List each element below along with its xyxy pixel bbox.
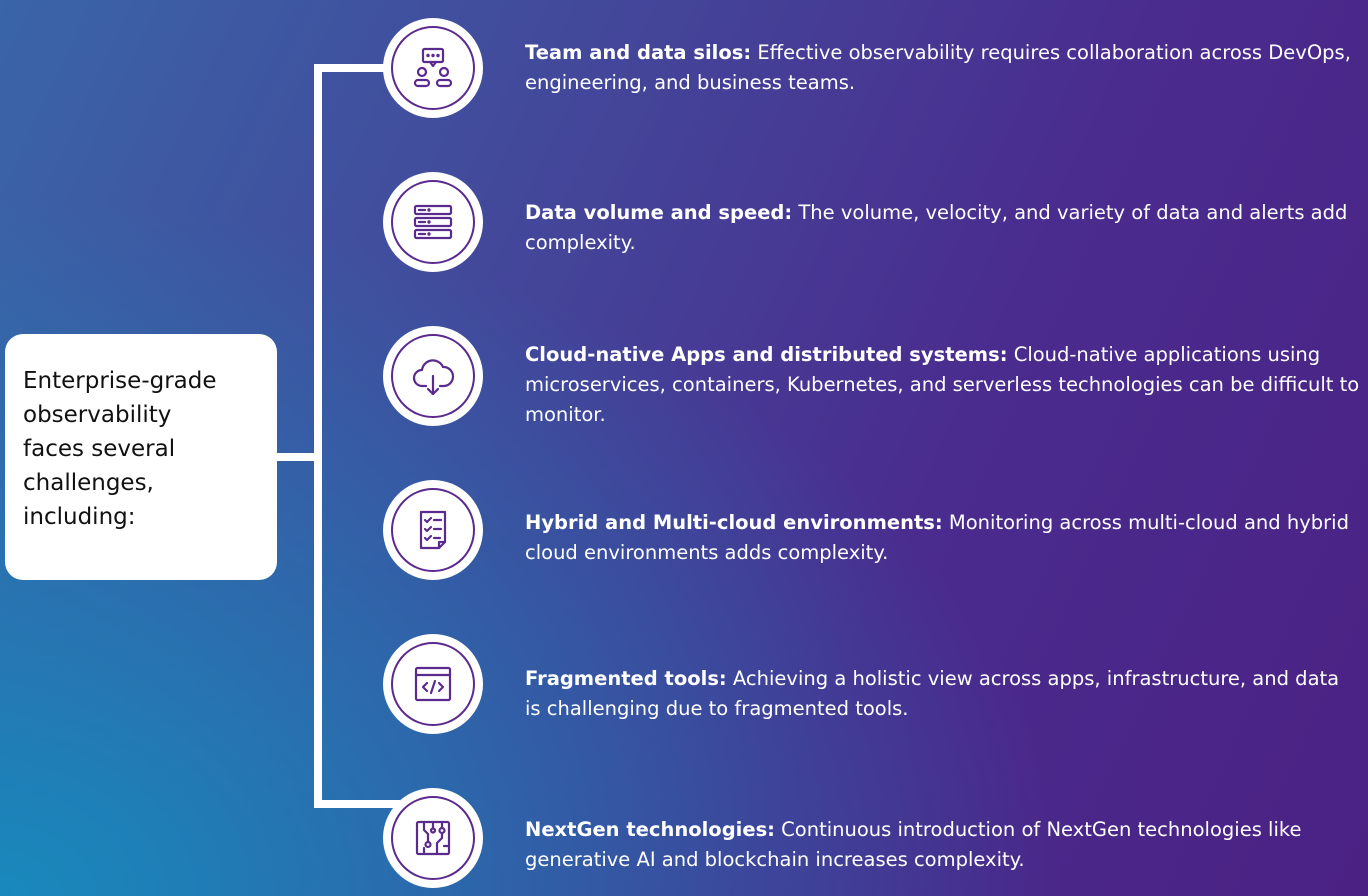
challenge-node bbox=[383, 18, 483, 118]
challenge-title: NextGen technologies: bbox=[525, 818, 775, 841]
challenge-description: The volume, velocity, and variety of dat… bbox=[525, 201, 1348, 254]
challenge-title: Fragmented tools: bbox=[525, 667, 727, 690]
challenge-title: Hybrid and Multi-cloud environments: bbox=[525, 511, 943, 534]
intro-text: Enterprise-grade observability faces sev… bbox=[23, 368, 217, 530]
challenge-node bbox=[383, 634, 483, 734]
challenge-item: Data volume and speed: The volume, veloc… bbox=[525, 198, 1360, 258]
challenge-item: Hybrid and Multi-cloud environments: Mon… bbox=[525, 508, 1360, 568]
circuit-chip-icon bbox=[415, 820, 451, 856]
cloud-download-icon bbox=[412, 359, 455, 396]
connector-stem bbox=[277, 453, 319, 461]
challenge-description: Continuous introduction of NextGen techn… bbox=[525, 818, 1302, 871]
connector-branch bbox=[314, 64, 400, 72]
icon-ring bbox=[391, 180, 475, 264]
challenge-description: Cloud-native applications using microser… bbox=[525, 343, 1360, 426]
icon-ring bbox=[391, 26, 475, 110]
icon-ring bbox=[391, 796, 475, 880]
challenge-node bbox=[383, 326, 483, 426]
challenge-node bbox=[383, 480, 483, 580]
challenge-node bbox=[383, 172, 483, 272]
challenge-item: NextGen technologies: Continuous introdu… bbox=[525, 815, 1360, 875]
challenge-node bbox=[383, 788, 483, 888]
team-collaboration-icon bbox=[413, 47, 453, 88]
challenge-title: Team and data silos: bbox=[525, 41, 752, 64]
challenge-title: Cloud-native Apps and distributed system… bbox=[525, 343, 1008, 366]
icon-ring bbox=[391, 642, 475, 726]
challenge-description: Effective observability requires collabo… bbox=[525, 41, 1351, 94]
connector-branch bbox=[314, 800, 400, 808]
icon-ring bbox=[391, 334, 475, 418]
icon-ring bbox=[391, 488, 475, 572]
checklist-icon bbox=[419, 510, 447, 550]
code-window-icon bbox=[414, 666, 452, 702]
challenge-description: Achieving a holistic view across apps, i… bbox=[525, 667, 1340, 720]
challenge-title: Data volume and speed: bbox=[525, 201, 793, 224]
challenge-description: Monitoring across multi-cloud and hybrid… bbox=[525, 511, 1349, 564]
intro-box: Enterprise-grade observability faces sev… bbox=[5, 334, 277, 580]
challenge-item: Cloud-native Apps and distributed system… bbox=[525, 340, 1360, 430]
challenge-item: Team and data silos: Effective observabi… bbox=[525, 38, 1360, 98]
connector-spine bbox=[314, 64, 322, 808]
challenge-item: Fragmented tools: Achieving a holistic v… bbox=[525, 664, 1360, 724]
server-stack-icon bbox=[413, 204, 453, 240]
